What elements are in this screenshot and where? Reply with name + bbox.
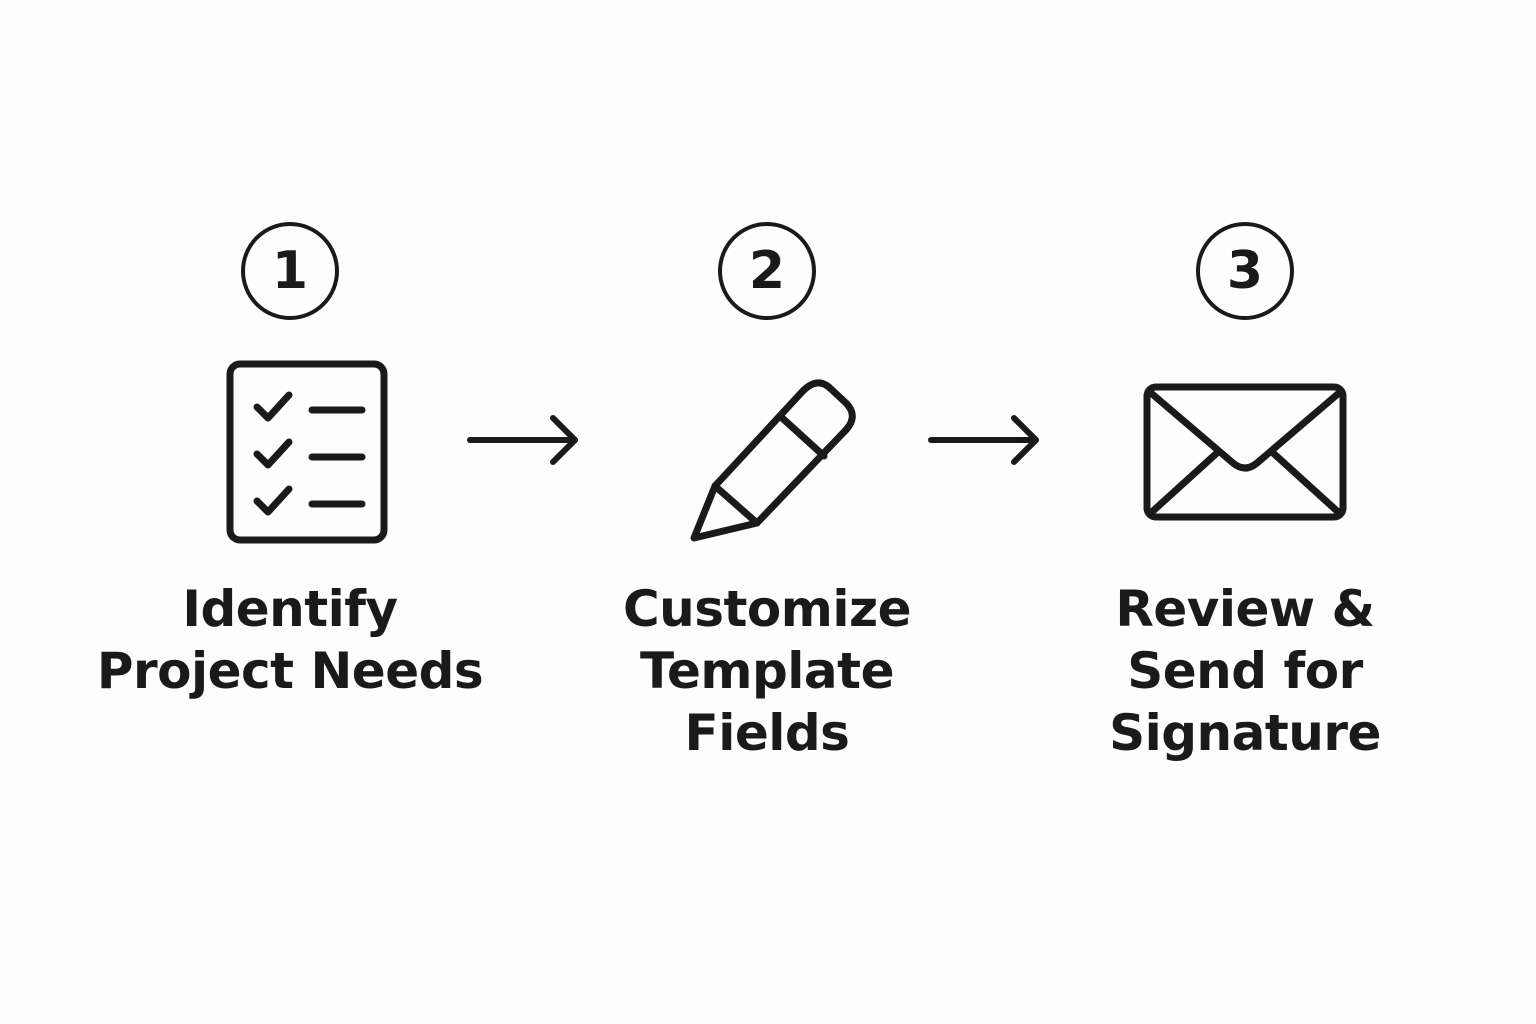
step-label-3: Review & Send for Signature	[1015, 578, 1475, 764]
step-label-line: Identify	[182, 580, 398, 638]
step-label-line: Send for	[1127, 642, 1363, 700]
step-label-1: Identify Project Needs	[60, 578, 520, 702]
step-number-3: 3	[1196, 222, 1294, 320]
step-label-line: Customize	[622, 580, 912, 638]
step-label-line: Signature	[1109, 704, 1381, 762]
step-label-line: Template	[640, 642, 894, 700]
step-number-2: 2	[718, 222, 816, 320]
checklist-icon	[180, 355, 400, 555]
step-label-line: Project Needs	[96, 642, 484, 700]
arrow-right-icon	[465, 412, 585, 472]
step-label-line: Review &	[1115, 580, 1375, 638]
step-label-line: Fields	[684, 704, 850, 762]
envelope-icon	[1135, 355, 1355, 555]
step-label-2: Customize Template Fields	[537, 578, 997, 764]
arrow-right-icon	[926, 412, 1046, 472]
step-number-1: 1	[241, 222, 339, 320]
pencil-icon	[657, 355, 877, 555]
